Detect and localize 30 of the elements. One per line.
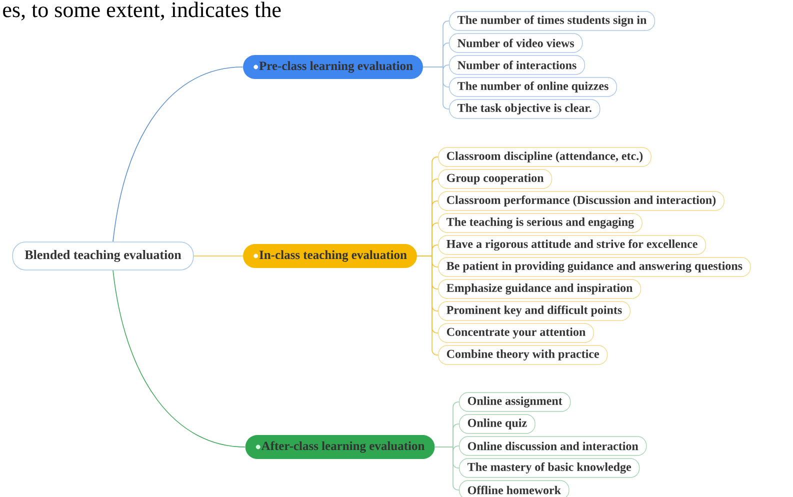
- subtopic-box: Online assignment: [459, 392, 571, 412]
- page-text: es, to some extent, indicates the: [3, 2, 281, 20]
- subtopic-box: The teaching is serious and engaging: [438, 213, 642, 233]
- branch-curve: [112, 270, 246, 448]
- subtopic-box: Classroom performance (Discussion and interaction): [438, 191, 724, 211]
- subtopic-box: Combine theory with practice: [438, 345, 608, 365]
- subtopic-box: Number of interactions: [449, 55, 586, 75]
- branch-topic-box: Pre-class learning evaluation: [243, 55, 423, 79]
- subtopic-box: Online discussion and interaction: [459, 436, 647, 456]
- subtopic-box: Number of video views: [449, 33, 583, 53]
- connector-line: [422, 66, 450, 110]
- subtopic-box: The number of times students sign in: [449, 11, 656, 31]
- connector-line: [416, 256, 438, 356]
- connector-line: [434, 446, 460, 490]
- branch-topic-box: In-class teaching evaluation: [243, 244, 417, 268]
- subtopic-box: The mastery of basic knowledge: [459, 458, 640, 478]
- subtopic-box: Offline homework: [459, 480, 570, 497]
- branch-curve: [112, 66, 244, 242]
- root-topic-box: Blended teaching evaluation: [12, 242, 194, 270]
- subtopic-box: Concentrate your attention: [438, 323, 594, 343]
- subtopic-box: Prominent key and difficult points: [438, 301, 630, 321]
- subtopic-box: Group cooperation: [438, 169, 552, 189]
- subtopic-box: Emphasize guidance and inspiration: [438, 279, 642, 299]
- subtopic-box: The number of online quizzes: [449, 77, 618, 97]
- subtopic-box: The task objective is clear.: [449, 99, 600, 119]
- subtopic-box: Have a rigorous attitude and strive for excellence: [438, 235, 706, 255]
- subtopic-box: Online quiz: [459, 414, 536, 434]
- subtopic-box: Classroom discipline (attendance, etc.): [438, 147, 652, 167]
- subtopic-box: Be patient in providing guidance and answering questions: [438, 257, 751, 277]
- branch-topic-box: After-class learning evaluation: [245, 434, 435, 459]
